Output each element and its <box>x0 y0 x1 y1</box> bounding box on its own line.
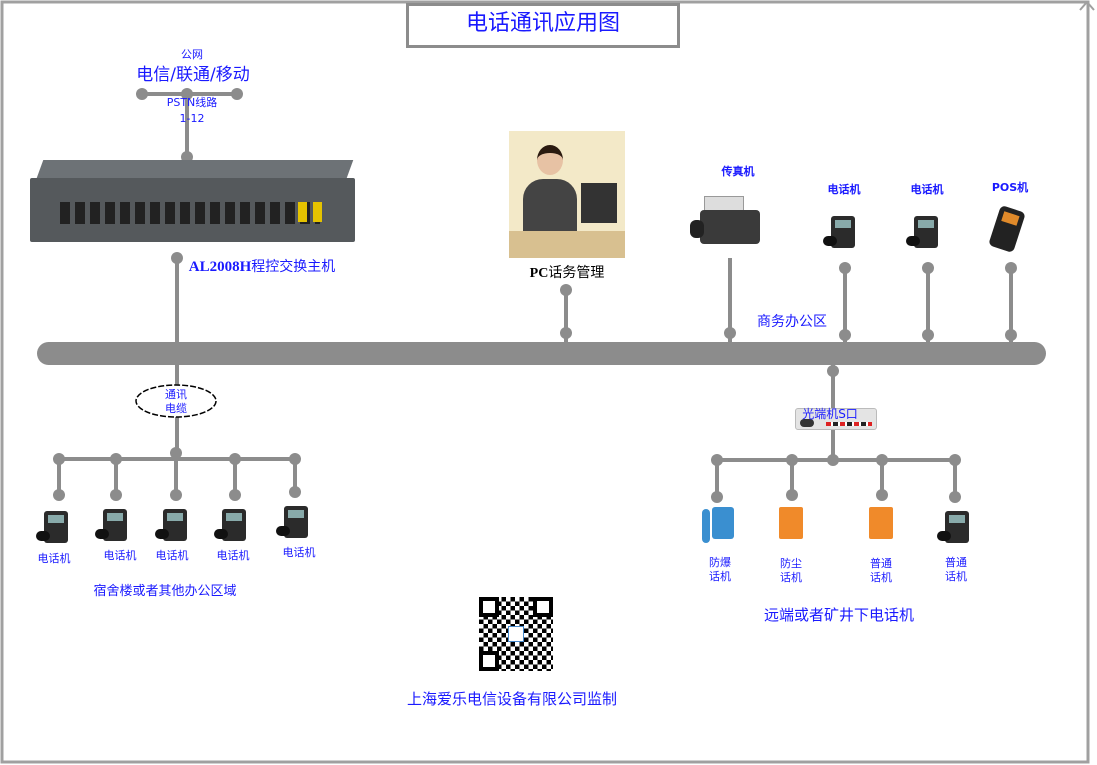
remote-label-l1: 普通 <box>870 557 892 570</box>
ordinary-orange-phone-icon <box>869 507 893 539</box>
title-box <box>406 3 680 48</box>
remote-phone-label: 防尘话机 <box>780 557 802 585</box>
dorm-phone-label: 电话机 <box>216 549 250 562</box>
diagram-title: 电话通讯应用图 <box>465 11 621 36</box>
remote-phone-label: 防爆话机 <box>709 556 731 584</box>
remote-area-label: 远端或者矿井下电话机 <box>763 606 915 624</box>
qr-code <box>479 597 553 671</box>
ordinary-desk-phone-icon <box>937 507 971 545</box>
pc-label-pc: PC <box>529 266 549 281</box>
remote-label-l2: 话机 <box>709 569 731 583</box>
pstn-line-label: PSTN线路 <box>166 96 218 109</box>
cable-line2: 电缆 <box>165 401 187 415</box>
fax-label: 传真机 <box>721 165 755 178</box>
business-area-label: 商务办公区 <box>757 314 827 330</box>
dorm-area-label: 宿舍楼或者其他办公区域 <box>93 584 237 599</box>
office-phone2-label: 电话机 <box>910 183 944 196</box>
remote-phone-label: 普通话机 <box>870 557 892 585</box>
remote-label-l2: 话机 <box>780 570 802 584</box>
remote-label-l2: 话机 <box>870 570 892 584</box>
fax-machine-icon <box>690 196 762 248</box>
dustproof-phone-icon <box>779 507 803 539</box>
office-phone1-label: 电话机 <box>827 183 861 196</box>
dorm-phone-label: 电话机 <box>103 549 137 562</box>
pbx-model: AL2008H <box>188 259 252 275</box>
dorm-phone-icon <box>155 505 189 543</box>
pc-label: PC话务管理 <box>530 265 605 283</box>
remote-label-l1: 普通 <box>945 556 967 569</box>
pc-operator-image <box>509 131 625 258</box>
office-phone2-icon <box>906 212 940 250</box>
remote-label-l1: 防尘 <box>780 557 802 570</box>
cable-label: 通讯电缆 <box>165 388 187 416</box>
footer-company: 上海爱乐电信设备有限公司监制 <box>406 690 618 708</box>
pc-label-text: 话务管理 <box>548 265 605 281</box>
remote-phone-label: 普通话机 <box>945 556 967 584</box>
cable-line1: 通讯 <box>165 388 187 401</box>
dorm-phone-icon <box>36 507 70 545</box>
pos-label: POS机 <box>991 181 1029 194</box>
dorm-phone-icon <box>276 502 310 540</box>
remote-label-l1: 防爆 <box>709 556 731 569</box>
pstn-range-label: 1-12 <box>179 112 205 125</box>
dorm-phone-icon <box>95 505 129 543</box>
dorm-phone-icon <box>214 505 248 543</box>
dorm-phone-label: 电话机 <box>155 549 189 562</box>
office-phone1-icon <box>823 212 857 250</box>
dorm-phone-label: 电话机 <box>282 546 316 559</box>
pbx-text: 程控交换主机 <box>251 259 336 275</box>
fiber-transceiver-image <box>795 408 877 430</box>
remote-label-l2: 话机 <box>945 569 967 583</box>
public-net-label: 公网 <box>181 48 203 61</box>
dorm-phone-label: 电话机 <box>37 552 71 565</box>
pbx-label: AL2008H程控交换主机 <box>189 258 336 277</box>
pbx-switch-image <box>30 160 355 245</box>
carriers-label: 电信/联通/移动 <box>136 65 250 85</box>
fiber-label: 光端机S口 <box>802 407 858 421</box>
explosion-proof-phone-icon <box>702 507 736 549</box>
